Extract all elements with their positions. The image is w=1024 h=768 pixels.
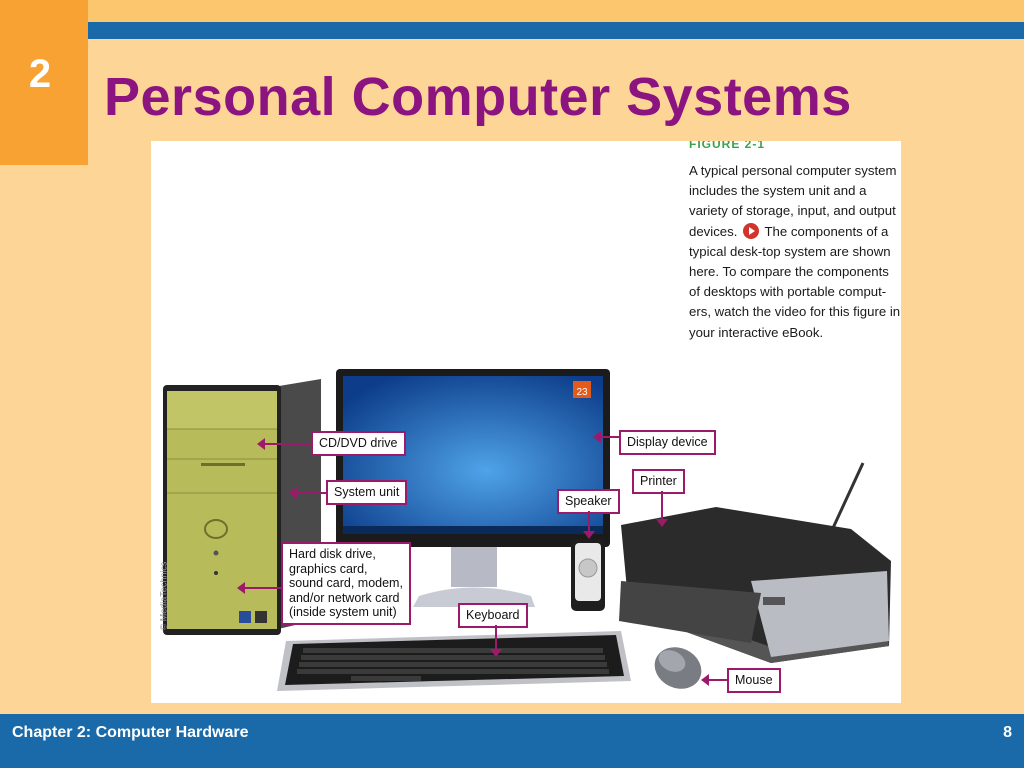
callout-display-device: Display device	[619, 430, 716, 455]
mouse-arrow	[701, 674, 727, 686]
footer-bar: Chapter 2: Computer Hardware 8	[0, 714, 1024, 768]
caption-text-part2: The components of a typical desk-top sys…	[689, 223, 901, 340]
callout-keyboard: Keyboard	[458, 603, 528, 628]
image-credit: © MediaTechnics	[158, 561, 169, 631]
play-video-icon[interactable]	[743, 222, 760, 239]
printer-image	[619, 462, 891, 663]
tower-unit-image	[163, 379, 321, 635]
callout-line: sound card, modem,	[289, 576, 403, 590]
caption-text-part1: A typical personal computer system inclu…	[689, 163, 897, 239]
callout-line: (inside system unit)	[289, 605, 397, 619]
speaker-image	[571, 539, 605, 611]
speaker-arrow	[583, 511, 595, 539]
figure-panel: 23	[151, 141, 901, 703]
callout-line: Hard disk drive,	[289, 547, 376, 561]
chapter-tab: 2	[0, 0, 88, 165]
page-number: 8	[1003, 724, 1012, 741]
keyboard-image	[277, 631, 631, 691]
printer-arrow	[656, 491, 668, 527]
callout-line: and/or network card	[289, 590, 400, 605]
callout-mouse: Mouse	[727, 668, 781, 693]
callout-system-unit: System unit	[326, 480, 408, 505]
callout-cd-dvd-drive: CD/DVD drive	[311, 431, 406, 456]
display-device-arrow	[593, 431, 619, 443]
chapter-number: 2	[28, 52, 52, 96]
figure-label: FIGURE 2-1	[689, 141, 766, 151]
slide-title: Personal Computer Systems	[104, 67, 852, 127]
monitor-date: 23	[576, 387, 588, 398]
top-band	[88, 0, 1024, 22]
footer-chapter-label: Chapter 2: Computer Hardware	[12, 724, 249, 741]
keyboard-arrow	[490, 625, 502, 657]
figure-caption: A typical personal computer system inclu…	[689, 161, 901, 343]
internal-components-arrow	[237, 582, 281, 594]
callout-line: graphics card,	[289, 561, 368, 576]
callout-internal-components: Hard disk drive, graphics card, sound ca…	[281, 542, 411, 625]
system-unit-arrow	[289, 487, 327, 499]
callout-printer: Printer	[632, 469, 685, 494]
mouse-image	[654, 647, 702, 689]
top-blue-band	[88, 22, 1024, 39]
cd-dvd-drive-arrow	[257, 438, 311, 450]
